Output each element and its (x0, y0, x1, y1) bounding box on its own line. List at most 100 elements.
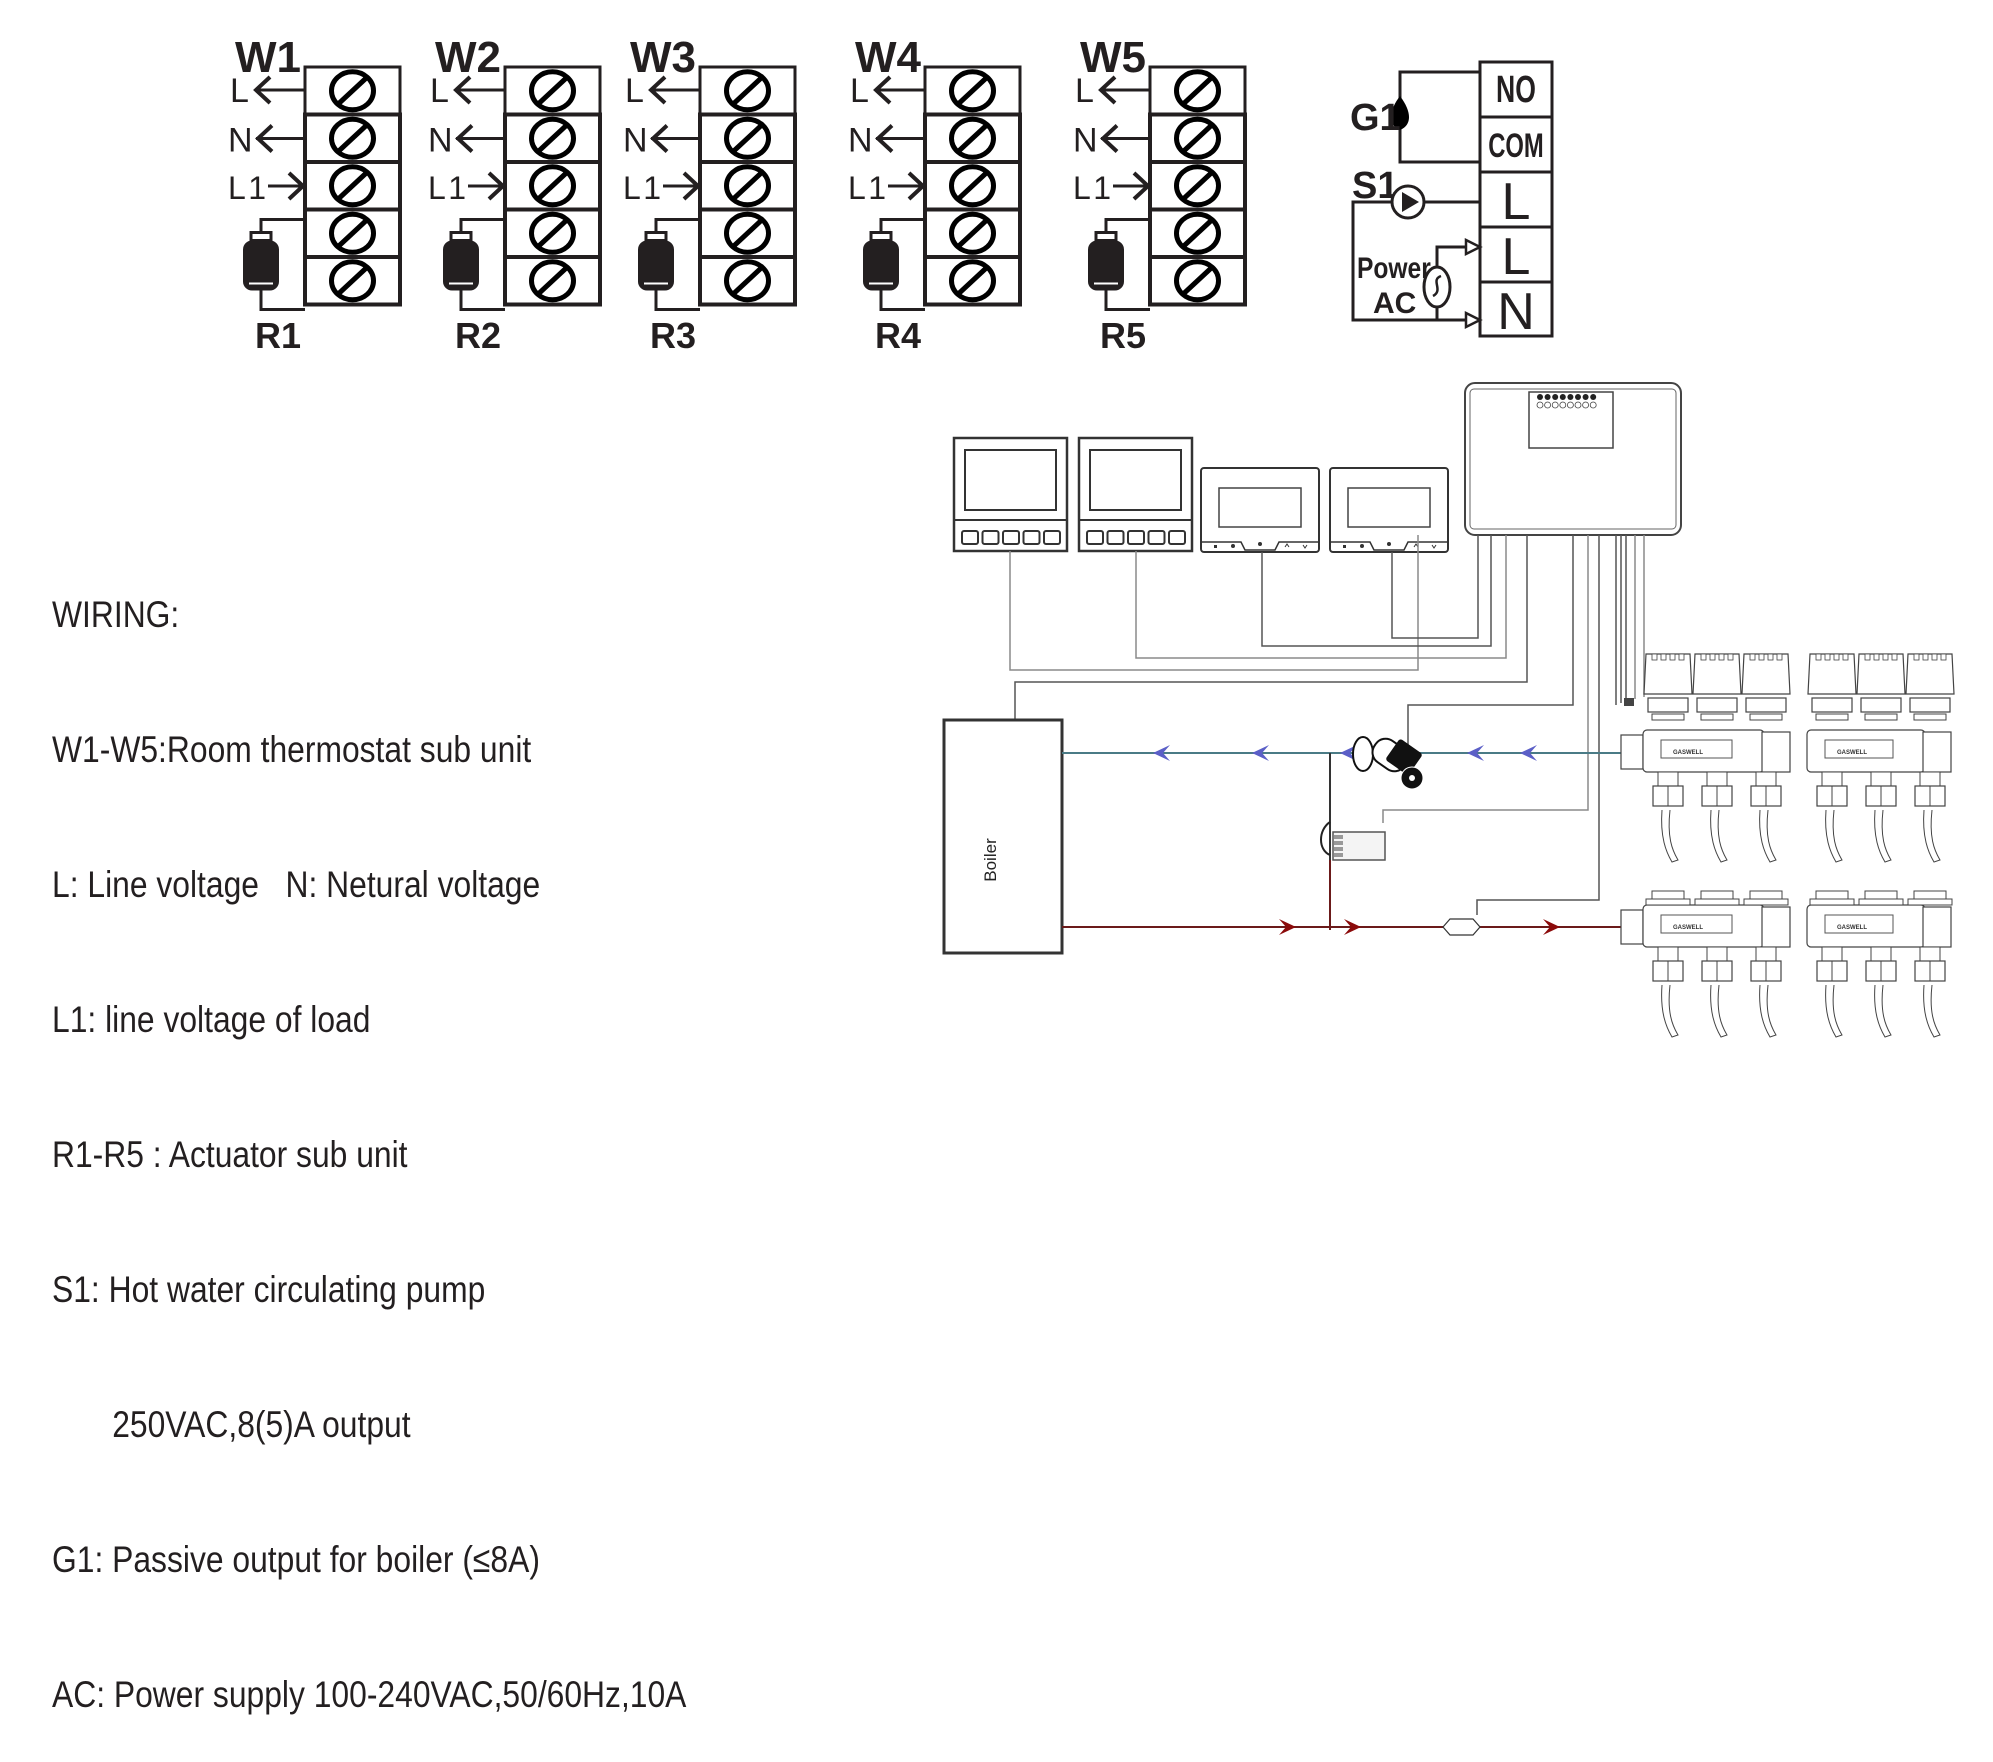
valve-cap (1651, 890, 1685, 900)
wire (654, 218, 700, 233)
pump-motor (1386, 739, 1422, 775)
outlet-stem (1919, 771, 1941, 787)
controller-panel (1528, 391, 1614, 449)
wire (259, 290, 305, 311)
wire (259, 218, 305, 233)
circulation-pump (1352, 736, 1424, 790)
arrow-left-icon (650, 124, 669, 153)
floor-pipe (1923, 984, 1941, 1038)
actuator-notch (1882, 653, 1889, 661)
screw-icon (949, 164, 996, 208)
screw-slot (731, 265, 764, 296)
thermostat-4 (1329, 467, 1449, 553)
arrow-right-icon (1464, 310, 1483, 330)
actuator-notch (1864, 653, 1871, 661)
manifold-coupling (1922, 731, 1952, 773)
led-on-icon (1552, 394, 1559, 400)
manifold-brand: GASWELL (1837, 925, 1867, 931)
s1-return-wire (1351, 200, 1480, 322)
terminal-label-l1: L1 (848, 170, 886, 206)
pump-wire (1407, 535, 1574, 757)
screw-slot (536, 218, 569, 249)
thermostat-screen (1347, 487, 1431, 528)
actuator-collar (1651, 713, 1685, 721)
screw-slot (731, 170, 764, 201)
actuator-notch (1842, 653, 1849, 661)
flow-arrow-left-icon (1520, 745, 1537, 761)
manifold-plate (1660, 914, 1733, 934)
screw-icon (529, 259, 576, 303)
valve-terminal (1334, 835, 1343, 839)
flow-arrow-right-icon (1344, 919, 1361, 935)
led-on-icon (1537, 394, 1543, 400)
outlet-stem (1657, 771, 1679, 787)
actuator-notch (1749, 653, 1756, 661)
led-off-icon (1567, 401, 1574, 409)
actuator-collar (1700, 713, 1734, 721)
screw-icon (724, 164, 771, 208)
terminal-label-l: L (850, 72, 869, 110)
wire (1104, 290, 1150, 311)
flow-wire (1476, 535, 1600, 915)
actuator-notch (1776, 653, 1783, 661)
flow-arrow-left-icon (1252, 745, 1269, 761)
mode-button-icon (1360, 544, 1364, 548)
screw-slot (336, 75, 369, 106)
actuator-cap (249, 231, 273, 242)
manifold-plate (1660, 739, 1733, 759)
floor-pipe (1661, 809, 1679, 863)
arrow-left-icon (255, 124, 274, 153)
pump-flange (1352, 736, 1374, 772)
valve-collar (1645, 898, 1691, 906)
wire (879, 290, 925, 311)
led-on-icon (1590, 394, 1597, 400)
actuator-collar (1815, 713, 1849, 721)
power-button-icon (1387, 542, 1391, 546)
arrow-left-icon (648, 75, 667, 105)
actuator-notch (1913, 653, 1920, 661)
thermostat-button (961, 530, 979, 545)
actuator-icon (863, 240, 899, 291)
actuator-nut (1860, 697, 1902, 713)
wiring-diagram: W1LNL1R1W2LNL1R2W3LNL1R3W4LNL1R4W5LNL1R5… (228, 33, 1955, 1038)
flow-arrow-left-icon (1153, 745, 1170, 761)
actuator-cap (1094, 231, 1118, 242)
actuator-label: R2 (455, 315, 501, 356)
screw-slot (336, 265, 369, 296)
floor-pipe (1759, 809, 1777, 863)
screw-icon (949, 69, 996, 113)
legend-line: AC: Power supply 100-240VAC,50/60Hz,10A (52, 1674, 687, 1715)
controller-bezel (1469, 388, 1677, 530)
floor-pipe (1825, 809, 1843, 863)
screw-slot (536, 123, 569, 154)
thermostat-wire (1009, 535, 1419, 671)
actuator-notch (1931, 653, 1938, 661)
screw-icon (949, 259, 996, 303)
outlet-stem (1755, 771, 1777, 787)
screw-slot (336, 170, 369, 201)
ac-label: AC (1373, 287, 1416, 320)
arrow-left-icon (253, 75, 272, 105)
thermostat-button (1147, 530, 1166, 545)
boiler-body (942, 718, 1064, 955)
screw-icon (329, 164, 376, 208)
screw-icon (724, 69, 771, 113)
flame-icon (1391, 96, 1409, 130)
screw-slot (536, 265, 569, 296)
pump-arrow (1402, 192, 1419, 212)
terminal-label-l1: L1 (228, 170, 266, 206)
screw-icon (949, 211, 996, 255)
outlet-stem (1821, 946, 1843, 962)
arrow-left-icon (1100, 124, 1119, 153)
screw-icon (329, 211, 376, 255)
pump-shaft (1409, 775, 1415, 781)
arrow-right-icon (287, 171, 306, 201)
thermostat-button (981, 530, 1000, 545)
g1-label: G1 (1350, 97, 1401, 139)
thermostat-bezel (1330, 541, 1448, 551)
